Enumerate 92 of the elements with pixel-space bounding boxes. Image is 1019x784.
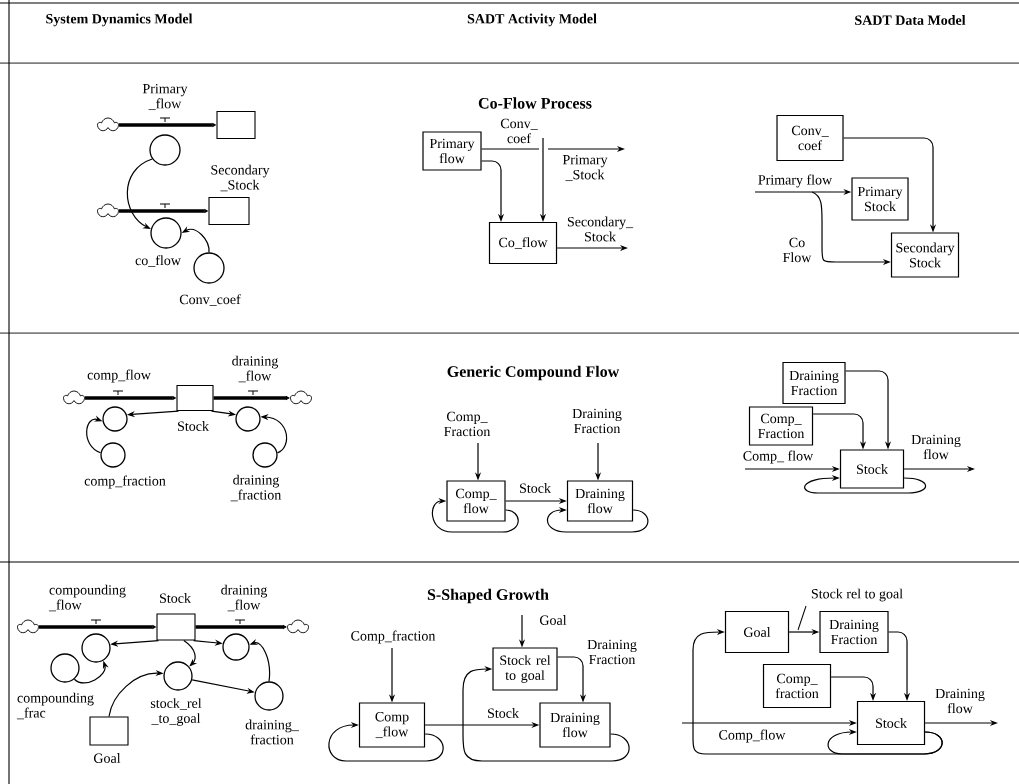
panel-label: Co-Flow Process bbox=[478, 97, 592, 109]
variable-circle bbox=[149, 134, 181, 166]
variable-circle bbox=[81, 633, 111, 663]
cloud-symbol bbox=[17, 619, 39, 634]
edge-label: Stock bbox=[488, 708, 519, 718]
data-box: Stock bbox=[856, 700, 926, 746]
variable-circle bbox=[50, 653, 80, 683]
column-header: SADT Activity Model bbox=[467, 13, 597, 27]
variable-label: draining_ fraction bbox=[245, 719, 299, 745]
variable-circle bbox=[102, 406, 128, 432]
activity-box: Draining flow bbox=[566, 480, 634, 522]
variable-label: Goal bbox=[94, 753, 121, 763]
cloud-symbol bbox=[97, 203, 119, 218]
edge-label: Draining flow bbox=[911, 434, 961, 460]
variable-label: Stock bbox=[178, 421, 209, 431]
data-box: Draining Fraction bbox=[782, 361, 846, 405]
data-box: Comp_ Fraction bbox=[748, 406, 814, 446]
cloud-symbol bbox=[63, 390, 85, 405]
activity-box: Draining flow bbox=[539, 702, 611, 748]
edge-label: Comp_ Fraction bbox=[444, 411, 491, 437]
edge-label: Co Flow bbox=[783, 237, 812, 263]
variable-circle bbox=[193, 252, 225, 284]
flow-pipe bbox=[85, 390, 176, 400]
stock-box bbox=[176, 384, 214, 412]
data-box: Primary Stock bbox=[851, 177, 909, 221]
variable-label: co_flow bbox=[135, 255, 181, 267]
variable-circle bbox=[100, 442, 126, 468]
panel-label: S-Shaped Growth bbox=[427, 588, 549, 604]
variable-label: Stock bbox=[160, 593, 191, 603]
variable-circle bbox=[254, 681, 284, 711]
variable-label: compounding _flow bbox=[48, 584, 126, 612]
arrow bbox=[126, 158, 153, 229]
variable-circle bbox=[163, 661, 193, 691]
edge-label: Comp_fraction bbox=[351, 630, 436, 644]
edge-label: Primary _Stock bbox=[562, 154, 608, 182]
edge-label: Draining Fraction bbox=[572, 408, 622, 434]
data-box: Stock bbox=[839, 449, 905, 489]
variable-label: Secondary _Stock bbox=[211, 164, 270, 192]
data-box: Conv_ coef bbox=[776, 114, 844, 162]
stock-box bbox=[208, 196, 250, 226]
variable-circle bbox=[222, 633, 250, 661]
stock-box bbox=[216, 110, 256, 140]
activity-box: Comp _flow bbox=[358, 702, 426, 748]
activity-box: Primary flow bbox=[422, 131, 482, 171]
activity-box: Co_flow bbox=[488, 221, 558, 265]
variable-circle bbox=[235, 406, 261, 432]
data-box: Goal bbox=[724, 610, 790, 654]
stock-box bbox=[156, 613, 196, 641]
arrow bbox=[462, 665, 630, 762]
data-box: Comp_ fraction bbox=[762, 663, 832, 709]
data-box: Draining Fraction bbox=[819, 610, 889, 654]
variable-label: draining _flow bbox=[232, 355, 279, 383]
panel-label: Generic Compound Flow bbox=[447, 365, 620, 381]
column-header: System Dynamics Model bbox=[46, 13, 193, 27]
column-header: SADT Data Model bbox=[855, 15, 966, 25]
cloud-symbol bbox=[287, 619, 309, 634]
variable-circle bbox=[150, 217, 182, 249]
flow-pipe bbox=[39, 619, 156, 629]
stock-box bbox=[89, 716, 129, 746]
flow-pipe bbox=[195, 619, 287, 629]
variable-label: stock_rel _to_goal bbox=[150, 698, 202, 726]
edge-label: Stock bbox=[520, 483, 551, 493]
activity-box: Comp_ flow bbox=[446, 480, 506, 522]
edge-label: Goal bbox=[540, 615, 567, 625]
arrow bbox=[431, 497, 519, 533]
arrow bbox=[692, 628, 943, 755]
variable-label: compounding _frac bbox=[16, 692, 94, 720]
edge-label: Stock rel to goal bbox=[811, 588, 903, 602]
activity-box: Stock rel to goal bbox=[492, 647, 558, 691]
flow-pipe bbox=[213, 390, 290, 400]
variable-label: draining _fraction bbox=[230, 474, 282, 502]
edge-label: Comp_flow bbox=[719, 729, 786, 743]
variable-label: comp_fraction bbox=[84, 475, 166, 489]
edge-label: Primary flow bbox=[758, 174, 833, 188]
variable-label: Conv_coef bbox=[179, 294, 241, 306]
cloud-symbol bbox=[97, 117, 119, 132]
arrow bbox=[328, 721, 444, 762]
flow-pipe bbox=[119, 117, 216, 127]
variable-circle bbox=[252, 442, 278, 468]
edge-label: Conv_ coef bbox=[500, 118, 538, 144]
cloud-symbol bbox=[290, 390, 312, 405]
arrow bbox=[546, 506, 649, 533]
arrow bbox=[804, 474, 927, 494]
variable-label: draining _flow bbox=[221, 584, 268, 612]
edge-label: Draining flow bbox=[935, 688, 985, 714]
variable-label: comp_flow bbox=[87, 369, 151, 383]
edge-label: Secondary_ Stock bbox=[567, 216, 634, 242]
edge-label: Draining Fraction bbox=[587, 639, 637, 665]
edge-label: Comp_ flow bbox=[743, 450, 814, 464]
data-box: Secondary Stock bbox=[890, 232, 960, 278]
variable-label: Primary _flow bbox=[142, 83, 188, 111]
flow-pipe bbox=[119, 203, 208, 213]
